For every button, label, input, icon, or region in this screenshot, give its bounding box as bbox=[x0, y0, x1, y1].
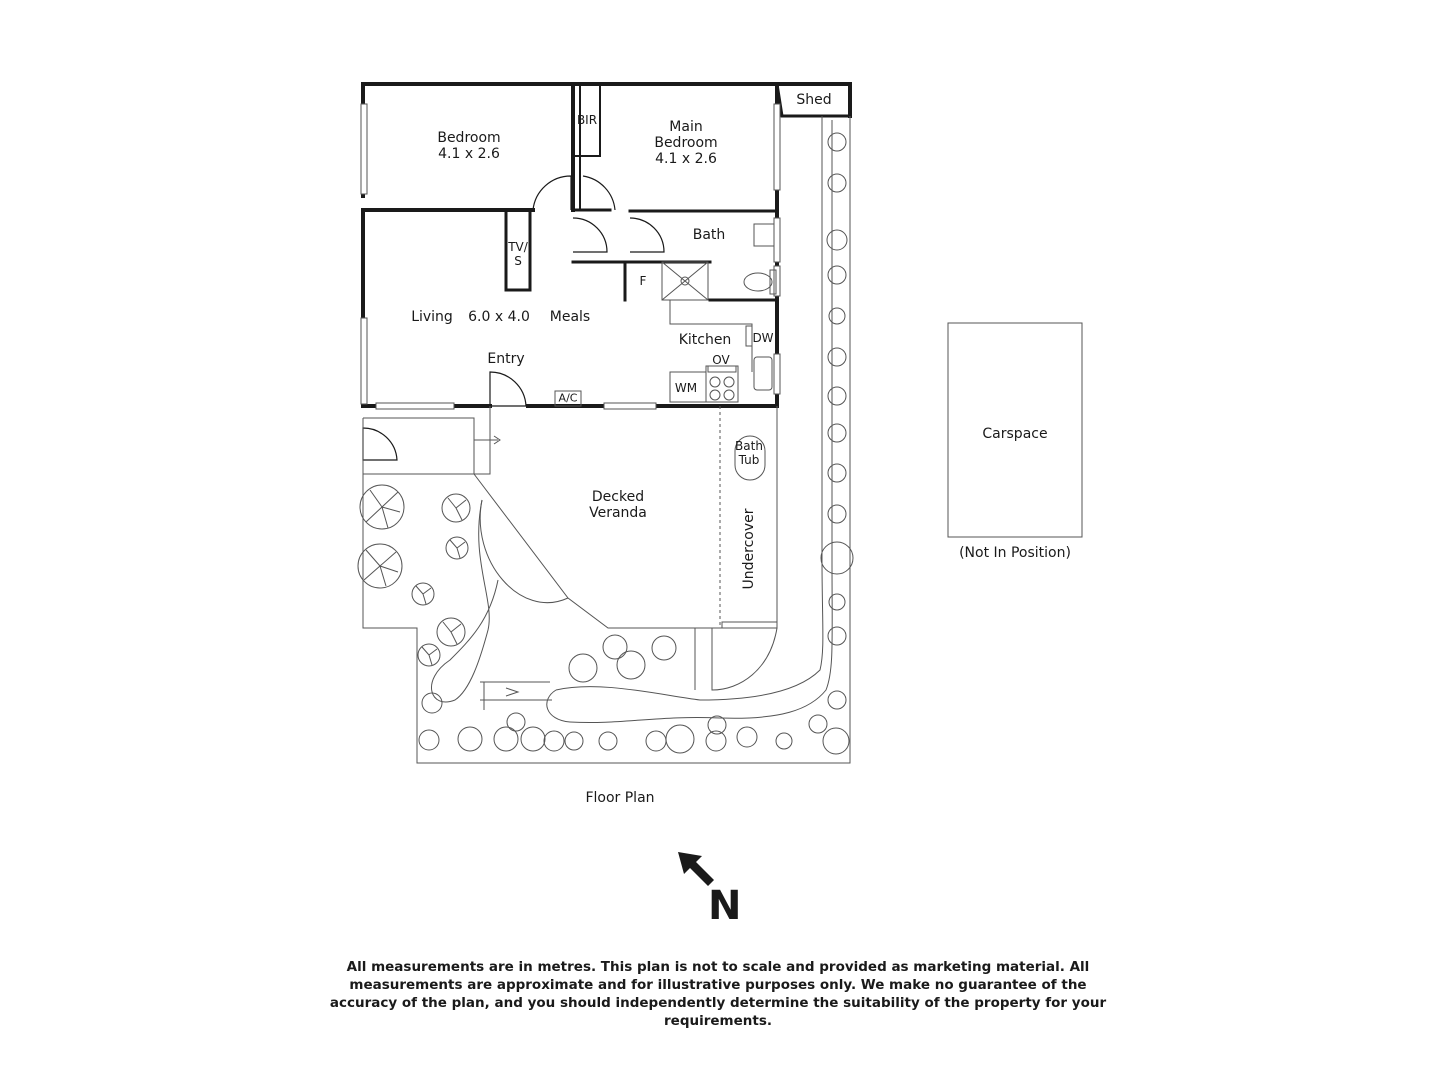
oven-label: OV bbox=[712, 353, 730, 367]
disclaimer-text: All measurements are in metres. This pla… bbox=[329, 959, 1107, 1029]
meals-label: Meals bbox=[549, 309, 591, 325]
fridge-label: F bbox=[639, 274, 647, 288]
washing-machine-label: WM bbox=[674, 381, 698, 395]
tree-icon bbox=[421, 692, 443, 714]
tree-icon bbox=[357, 543, 403, 589]
tree-icon bbox=[736, 726, 758, 748]
tree-icon bbox=[827, 386, 847, 406]
tree-icon bbox=[445, 536, 469, 560]
tree-icon bbox=[543, 730, 565, 752]
tree-icon bbox=[436, 617, 466, 647]
tree-icon bbox=[645, 730, 667, 752]
entry-label: Entry bbox=[487, 351, 525, 367]
tree-icon bbox=[705, 730, 727, 752]
tree-icon bbox=[822, 727, 850, 755]
carspace-outline bbox=[947, 322, 1083, 538]
bir-label: BIR bbox=[576, 113, 598, 127]
floor-plan-caption: Floor Plan bbox=[585, 790, 655, 806]
tv-s-label: TV/S bbox=[508, 240, 528, 268]
tree-icon bbox=[457, 726, 483, 752]
tree-icon bbox=[568, 653, 598, 683]
tree-icon bbox=[520, 726, 546, 752]
ac-label: A/C bbox=[558, 391, 578, 405]
tree-icon bbox=[827, 626, 847, 646]
tree-icon bbox=[493, 726, 519, 752]
tree-icon bbox=[418, 729, 440, 751]
dishwasher-label: DW bbox=[752, 331, 774, 345]
living-dims-label: 6.0 x 4.0 bbox=[468, 309, 530, 325]
tree-icon bbox=[651, 635, 677, 661]
tree-icon bbox=[827, 504, 847, 524]
tree-icon bbox=[359, 484, 405, 530]
tree-icon bbox=[775, 732, 793, 750]
tree-icon bbox=[827, 132, 847, 152]
tree-icon bbox=[506, 712, 526, 732]
tree-icon bbox=[808, 714, 828, 734]
tree-icon bbox=[564, 731, 584, 751]
tree-icon bbox=[828, 593, 846, 611]
tree-icon bbox=[827, 347, 847, 367]
tree-icon bbox=[827, 423, 847, 443]
undercover-label: Undercover bbox=[741, 508, 757, 590]
tree-icon bbox=[616, 650, 646, 680]
tree-icon bbox=[828, 307, 846, 325]
tree-icon bbox=[707, 715, 727, 735]
kitchen-label: Kitchen bbox=[678, 332, 732, 348]
tree-icon bbox=[417, 643, 441, 667]
tree-icon bbox=[411, 582, 435, 606]
shed-label: Shed bbox=[796, 92, 832, 108]
living-label: Living bbox=[411, 309, 453, 325]
north-arrow-icon bbox=[678, 852, 714, 886]
tree-icon bbox=[827, 265, 847, 285]
tree-icon bbox=[827, 690, 847, 710]
tree-icon bbox=[827, 173, 847, 193]
tree-icon bbox=[441, 493, 471, 523]
tree-icon bbox=[665, 724, 695, 754]
tree-icon bbox=[826, 229, 848, 251]
north-label: N bbox=[708, 883, 742, 929]
tree-icon bbox=[827, 463, 847, 483]
wall-tvs bbox=[504, 208, 532, 292]
tree-icon bbox=[820, 541, 854, 575]
tree-icon bbox=[598, 731, 618, 751]
bath-label: Bath bbox=[692, 227, 726, 243]
carspace-note: (Not In Position) bbox=[959, 545, 1071, 561]
carspace-label: Carspace bbox=[982, 426, 1048, 442]
tree-icon bbox=[602, 634, 628, 660]
